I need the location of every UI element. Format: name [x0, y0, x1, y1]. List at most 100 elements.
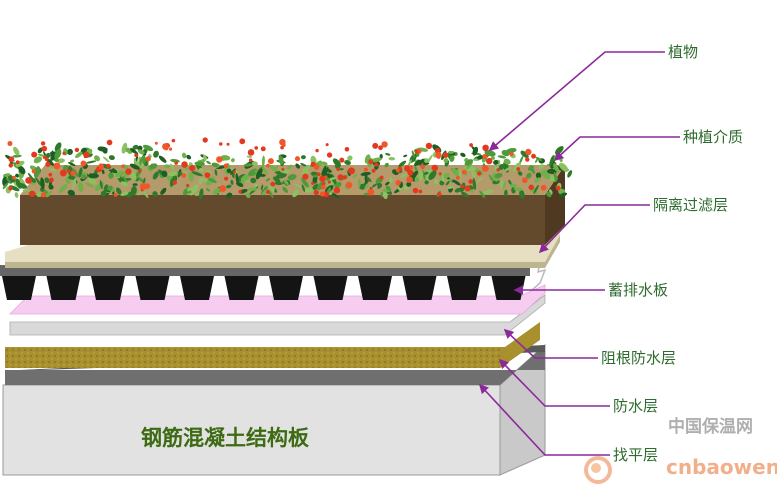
leaf — [15, 178, 22, 189]
leaf — [471, 171, 476, 178]
flower — [316, 172, 321, 177]
leaf — [482, 189, 494, 195]
leaf — [120, 181, 129, 187]
leaf — [553, 163, 560, 173]
flower — [80, 160, 87, 167]
leaf — [272, 176, 281, 183]
flower — [49, 177, 54, 183]
leaf — [559, 192, 568, 198]
leaf — [490, 155, 495, 160]
leaf — [508, 179, 512, 185]
flower — [320, 184, 326, 190]
leaf — [460, 152, 466, 158]
leaf — [301, 184, 306, 192]
leaf — [292, 189, 299, 198]
leaf — [500, 180, 504, 189]
flower — [319, 175, 326, 182]
leader-growing-medium — [553, 136, 680, 162]
leaf — [191, 184, 199, 194]
leaf — [231, 158, 235, 163]
flower — [83, 151, 90, 159]
leaf — [94, 155, 100, 162]
flower — [8, 156, 15, 163]
flower — [481, 165, 489, 172]
flower — [138, 169, 142, 173]
leaf — [160, 187, 167, 195]
light-layer — [9, 294, 546, 336]
leaf — [454, 187, 462, 193]
flower — [232, 170, 236, 174]
flower — [464, 185, 471, 192]
label-filter-layer: 隔离过滤层 — [653, 196, 728, 214]
flower — [7, 141, 13, 147]
leaf — [251, 161, 258, 167]
leaf — [13, 146, 20, 156]
leaf — [161, 170, 168, 178]
leaf — [148, 163, 158, 170]
flower — [113, 192, 118, 197]
flower — [431, 164, 439, 172]
leaf — [142, 144, 154, 152]
flower — [327, 180, 331, 184]
leaf — [535, 172, 542, 179]
leaf — [301, 177, 309, 188]
leaf — [546, 191, 552, 198]
leaf — [68, 175, 77, 180]
leaf — [286, 164, 293, 170]
leaf — [137, 176, 145, 183]
leaf — [120, 191, 129, 196]
flower — [53, 162, 61, 170]
flower — [162, 143, 169, 150]
leaf — [203, 154, 207, 161]
leaf — [533, 184, 539, 194]
flower — [144, 183, 151, 190]
leaf — [338, 168, 344, 171]
leaf — [400, 172, 410, 178]
leaf — [54, 148, 62, 160]
leaf — [347, 155, 353, 161]
flower — [461, 169, 467, 175]
leaf — [60, 184, 68, 189]
leaf — [451, 167, 459, 177]
flower — [121, 164, 125, 169]
leaf — [411, 150, 415, 158]
leaf — [269, 164, 278, 172]
flower — [516, 167, 521, 171]
flower — [8, 163, 13, 168]
label-waterproof: 防水层 — [613, 397, 658, 415]
flower — [172, 180, 178, 185]
leaf — [115, 187, 122, 195]
leaf — [388, 156, 396, 161]
leaf — [58, 185, 68, 193]
drainage-cup — [402, 276, 437, 300]
leaf — [553, 171, 558, 182]
leaf — [143, 177, 146, 184]
leaf — [246, 155, 253, 158]
leaf — [50, 150, 54, 158]
leaf — [99, 180, 103, 190]
leaf — [48, 168, 58, 172]
leaf — [226, 168, 232, 174]
drainage-cup — [135, 276, 170, 300]
leaf — [382, 191, 388, 200]
flower — [247, 149, 255, 156]
flower — [66, 168, 71, 173]
leaf — [384, 162, 389, 168]
flower — [336, 167, 340, 171]
leaf — [424, 180, 429, 185]
leaf — [106, 185, 113, 191]
leaf — [344, 160, 351, 166]
leaf — [461, 191, 469, 198]
flower — [224, 176, 229, 181]
flower — [406, 176, 413, 183]
flower — [270, 181, 276, 187]
leaf — [108, 155, 115, 161]
leaf — [84, 182, 95, 188]
flower — [41, 145, 48, 152]
leaf — [12, 154, 22, 158]
leaf — [102, 156, 110, 163]
leaf — [69, 159, 75, 163]
leaf — [466, 162, 473, 170]
